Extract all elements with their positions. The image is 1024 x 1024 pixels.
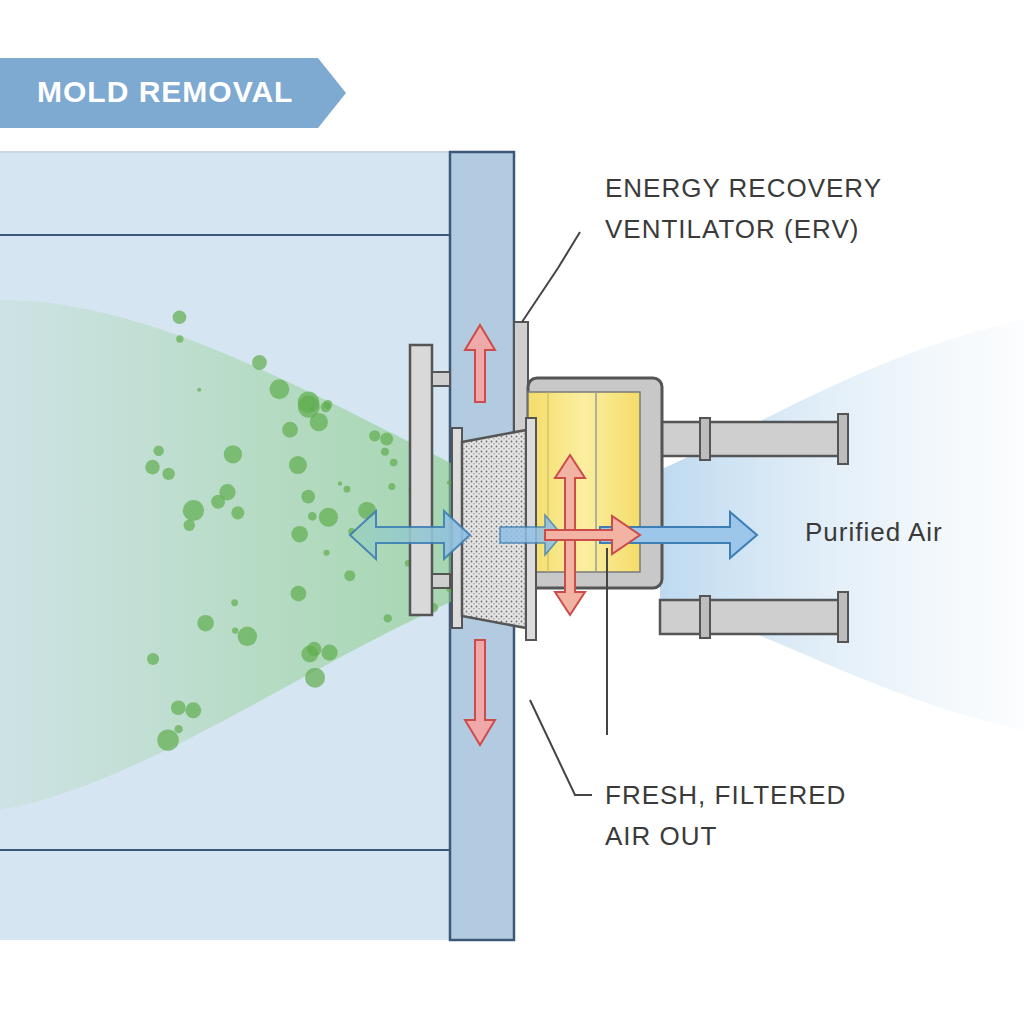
ducts [700, 418, 710, 460]
erv-housing [528, 378, 662, 588]
mold-spore [390, 459, 398, 467]
mold-spore [298, 392, 320, 414]
mold-spore [184, 520, 195, 531]
mold-spore [319, 508, 338, 527]
mold-spore [308, 512, 317, 521]
mold-spore [175, 725, 183, 733]
mold-spore [173, 310, 187, 324]
wall-flange [432, 372, 450, 386]
title-banner [0, 58, 346, 128]
mold-spore [291, 526, 308, 543]
room [0, 849, 450, 851]
component-label: FRESH, FILTERED AIR OUT [605, 775, 870, 857]
wall-flange [432, 574, 450, 588]
mold-spore [219, 484, 235, 500]
mold-spore [380, 433, 393, 446]
leader-lines [530, 700, 592, 795]
mold-spore [171, 700, 186, 715]
title-banner [0, 58, 346, 128]
mold-spore [388, 483, 395, 490]
wall-flange [410, 345, 432, 615]
mold-spore [447, 480, 451, 484]
airflow-arrows [545, 516, 640, 554]
ducts [660, 422, 845, 456]
mold-spore [232, 627, 238, 633]
mold-spore [147, 653, 159, 665]
ducts [838, 414, 848, 464]
ducts [700, 596, 710, 638]
mold-spore [185, 702, 201, 718]
erv-housing [528, 378, 662, 588]
mold-spore [238, 627, 257, 646]
mold-spore [291, 586, 307, 602]
mold-spore [197, 615, 214, 632]
mold-spore [344, 486, 351, 493]
mold-spore [153, 446, 163, 456]
airflow-arrows [465, 325, 495, 402]
title: MOLD REMOVAL [37, 75, 293, 109]
mold-spore [145, 460, 160, 475]
airflow-arrows [350, 325, 757, 745]
airflow-arrows [465, 640, 495, 745]
room [0, 234, 450, 236]
mold-spore [324, 550, 330, 556]
mold-spore [176, 335, 183, 342]
airflow-arrows [350, 511, 470, 559]
leader-lines [522, 232, 607, 795]
mold-cloud [0, 300, 525, 810]
mold-spore [344, 570, 355, 581]
flow-label: Purified Air [805, 512, 1005, 553]
mold-spore [183, 500, 204, 521]
mold-spore [269, 379, 289, 399]
mold-spore [231, 506, 244, 519]
air-plume [660, 320, 1024, 730]
mold-spore [301, 646, 318, 663]
mold-spore [231, 599, 238, 606]
mold-spores [145, 310, 512, 750]
mold-spore [369, 430, 380, 441]
erv-housing [595, 392, 597, 572]
mold-spore [282, 422, 298, 438]
mold-spore [289, 456, 307, 474]
room [0, 151, 450, 153]
mold-spore [224, 445, 242, 463]
mold-spore [321, 645, 337, 661]
mold-spore [301, 490, 315, 504]
mold-spore [252, 355, 267, 370]
mold-spore [305, 668, 325, 688]
leader-lines [606, 548, 608, 735]
ducts [838, 592, 848, 642]
air-plume [660, 320, 1024, 730]
mold-spore [381, 448, 389, 456]
component-label: ENERGY RECOVERY VENTILATOR (ERV) [605, 168, 905, 250]
mold-spore [157, 729, 178, 750]
ducts [660, 600, 845, 634]
mold-cloud [0, 300, 525, 810]
mold-spore [321, 402, 331, 412]
mold-spore [338, 481, 342, 485]
leader-lines [522, 232, 580, 322]
mold-spore [384, 614, 392, 622]
mold-spore [197, 388, 201, 392]
mold-spore [310, 413, 328, 431]
mold-spore [162, 468, 174, 480]
